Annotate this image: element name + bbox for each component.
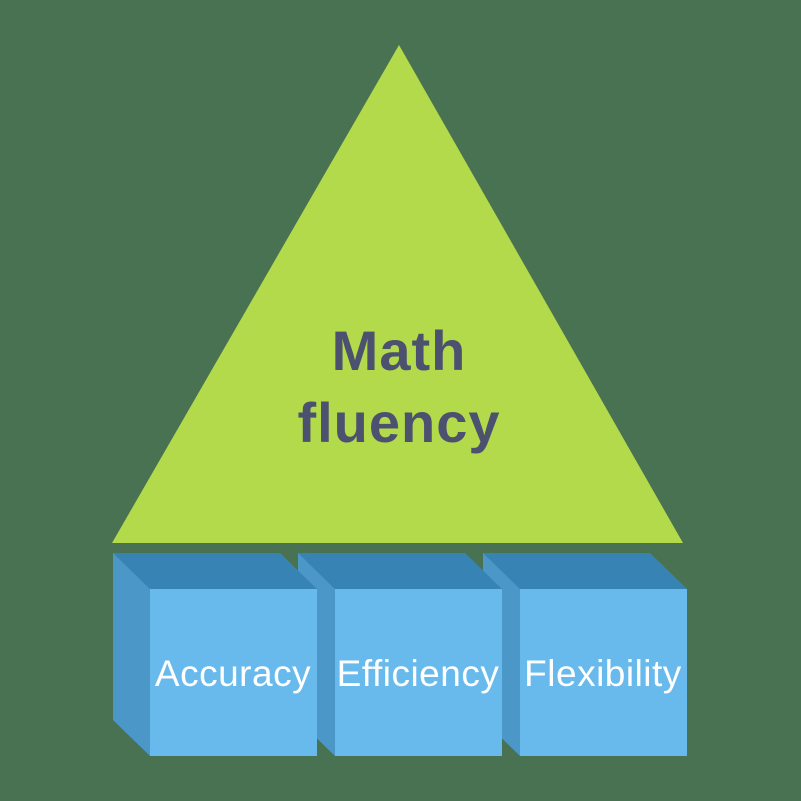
cube-accuracy: Accuracy	[113, 553, 317, 756]
cube-top-face	[298, 553, 502, 589]
cube-efficiency: Efficiency	[298, 553, 502, 756]
cube-flexibility: Flexibility	[483, 553, 687, 756]
cube-front-face	[150, 589, 317, 756]
cube-top-face	[483, 553, 687, 589]
pyramid-triangle	[112, 45, 683, 543]
cube-front-face	[335, 589, 502, 756]
triangle-title-line2: fluency	[297, 391, 500, 454]
cube-front-face	[520, 589, 687, 756]
triangle-title-line1: Math	[332, 319, 467, 382]
cube-label: Efficiency	[337, 653, 500, 694]
cube-label: Flexibility	[524, 653, 682, 694]
cube-label: Accuracy	[155, 653, 311, 694]
cube-top-face	[113, 553, 317, 589]
cube-side-face	[113, 553, 150, 756]
